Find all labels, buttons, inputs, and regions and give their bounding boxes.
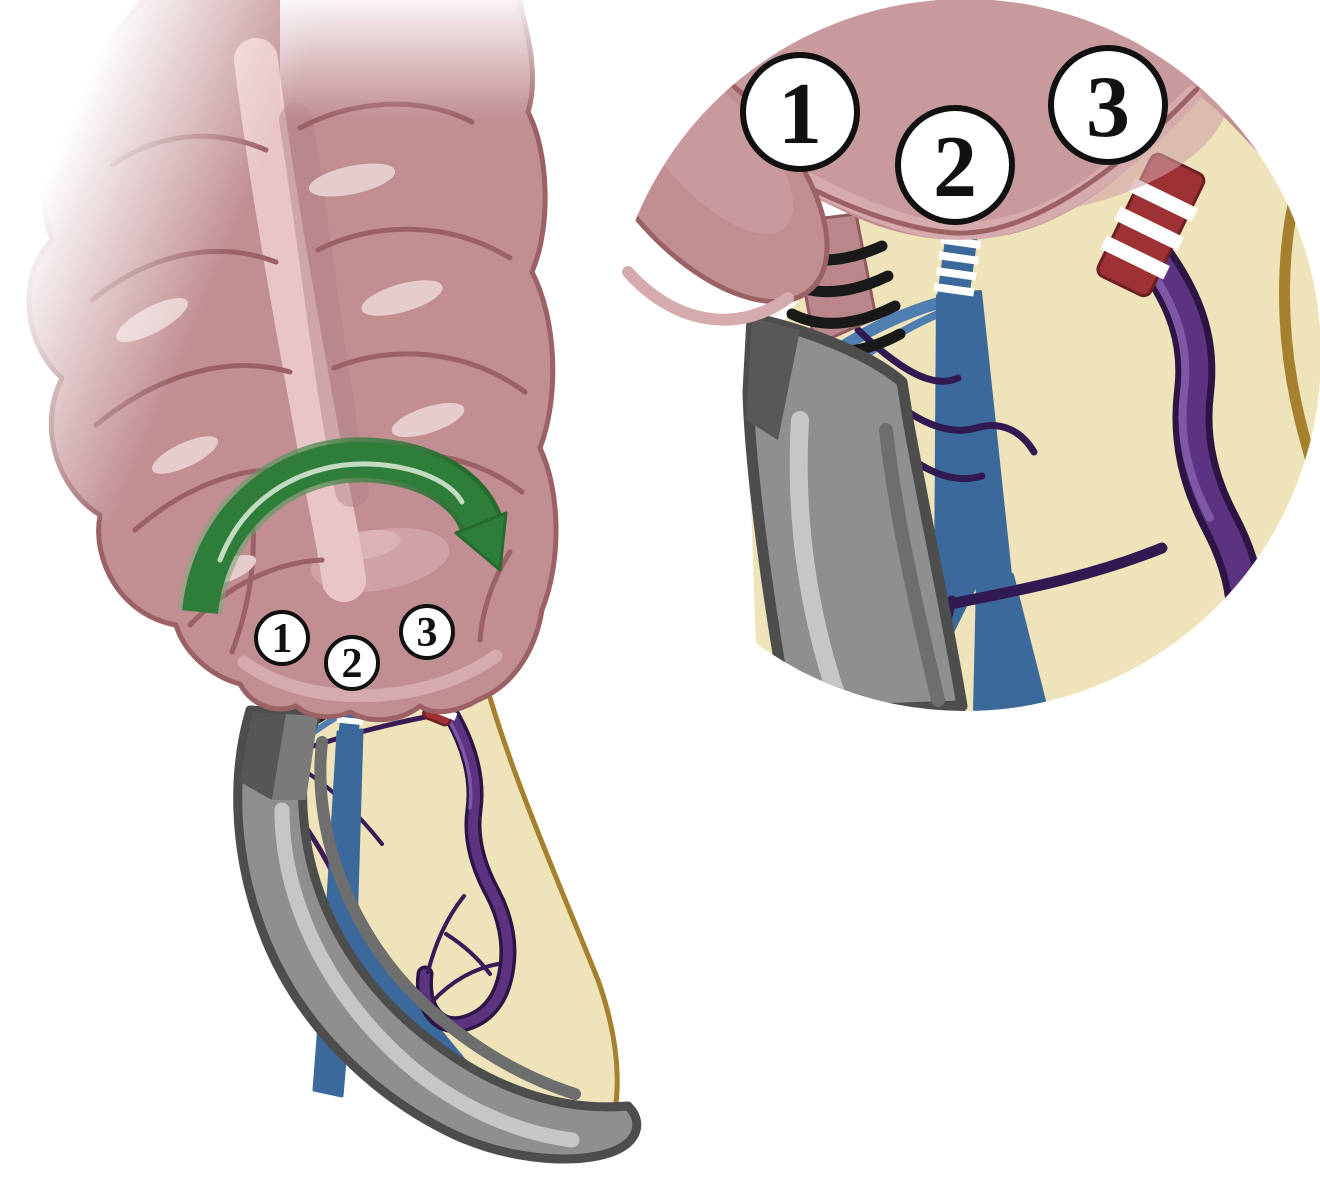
marker-1: 1	[254, 610, 310, 666]
inset-marker-1-circle	[740, 52, 860, 172]
mesentery-edge	[471, 633, 620, 1149]
marker-1-circle	[254, 610, 310, 666]
inset-marker-1-label: 1	[778, 66, 822, 163]
marker-2: 2	[324, 635, 380, 691]
inset-marker-3: 3	[1048, 45, 1168, 165]
inset-marker-2: 2	[895, 105, 1015, 225]
inset-ligature-band-2	[933, 224, 982, 302]
marker-1-label: 1	[272, 616, 293, 662]
inset-marker-1: 1	[740, 52, 860, 172]
marker-2-label: 2	[342, 641, 363, 687]
inset-marker-3-label: 3	[1086, 59, 1130, 156]
rotation-arrow-icon	[177, 437, 508, 615]
inset-panel: 1 2 3	[609, 0, 1320, 711]
inset-gray-bowel-segment	[742, 312, 968, 711]
inset-purple-vessel	[1130, 232, 1268, 660]
marker-2-circle	[324, 635, 380, 691]
marker-3: 3	[399, 604, 455, 660]
marker-3-circle	[399, 604, 455, 660]
main-panel: 1 2 3	[0, 0, 642, 1164]
gray-bowel-segment	[233, 705, 642, 1164]
colon-rim	[237, 649, 503, 703]
marker-3-label: 3	[417, 610, 438, 656]
inset-marker-2-label: 2	[933, 119, 977, 216]
inset-mesentery-edge	[1278, 164, 1320, 546]
inset-marker-2-circle	[895, 105, 1015, 225]
inset-marker-3-circle	[1048, 45, 1168, 165]
